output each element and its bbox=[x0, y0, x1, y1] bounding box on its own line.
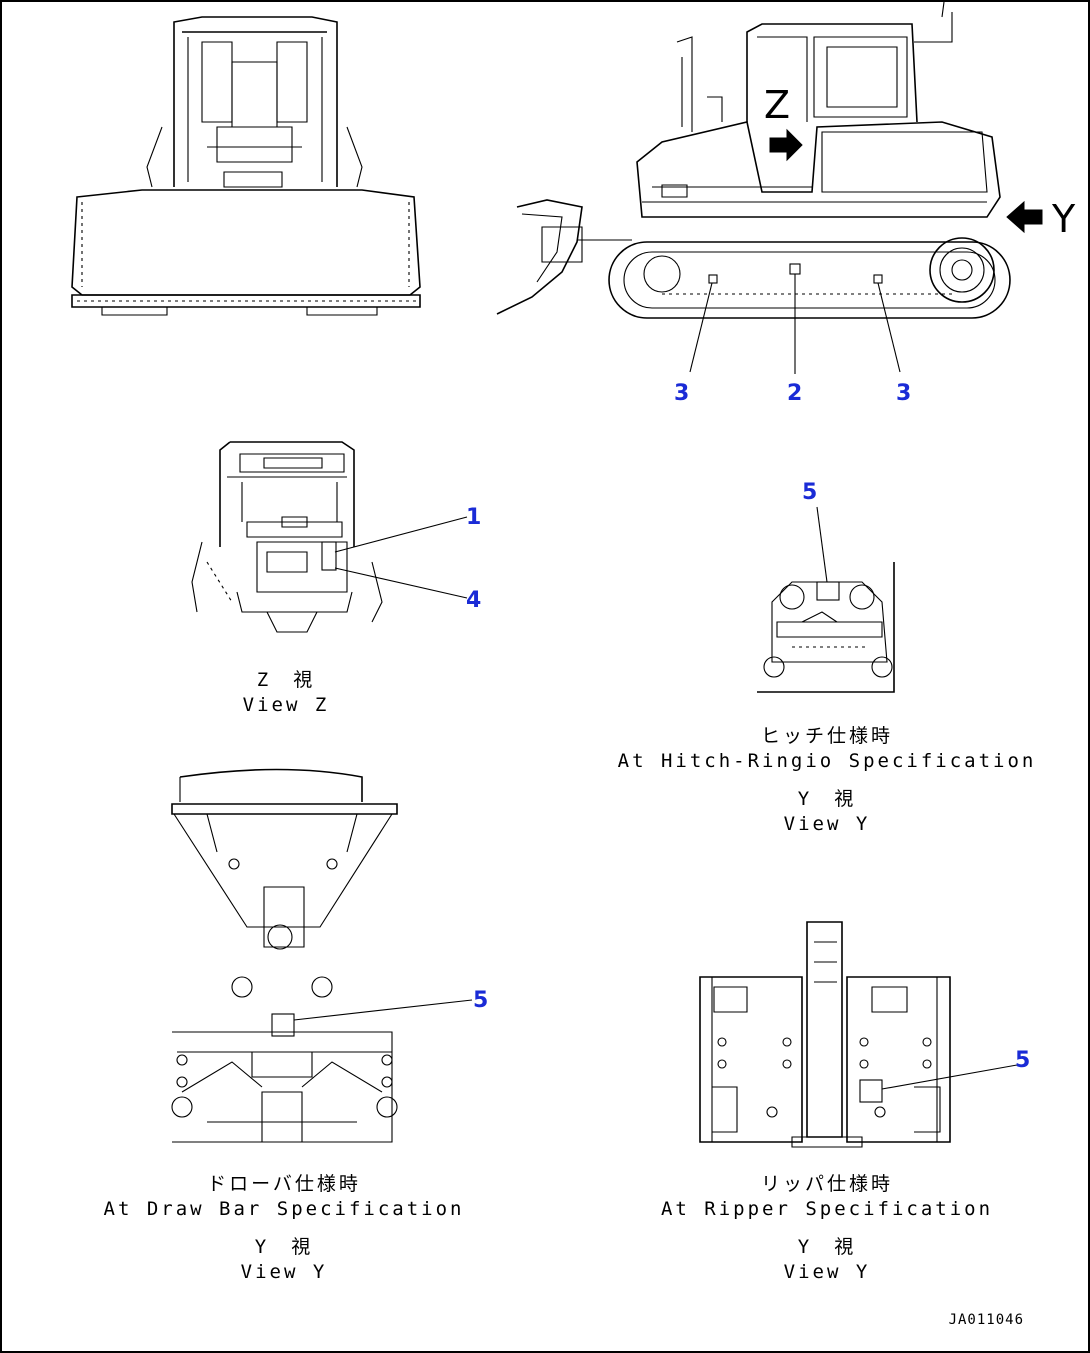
hitch-view-caption-en: View Y bbox=[784, 813, 871, 835]
drawbar-view-caption-jp: Y 視 bbox=[255, 1236, 313, 1258]
ripper-view-caption-jp: Y 視 bbox=[798, 1236, 856, 1258]
callout-3-right: 3 bbox=[896, 381, 911, 406]
callout-2: 2 bbox=[787, 381, 802, 406]
view-z-drawing bbox=[191, 441, 468, 633]
drawing-code: JA011046 bbox=[949, 1312, 1024, 1328]
view-y-arrow-label: Y bbox=[1051, 197, 1076, 241]
ripper-view-caption-en: View Y bbox=[784, 1261, 871, 1283]
drawbar-caption-en: At Draw Bar Specification bbox=[104, 1198, 465, 1220]
drawbar-view-caption-en: View Y bbox=[241, 1261, 328, 1283]
callout-4: 4 bbox=[466, 588, 481, 613]
ripper-view-drawing bbox=[699, 921, 1018, 1148]
hitch-caption-en: At Hitch-Ringio Specification bbox=[618, 750, 1037, 772]
callout-3-left: 3 bbox=[674, 381, 689, 406]
ripper-caption-en: At Ripper Specification bbox=[661, 1198, 993, 1220]
ripper-caption-jp: リッパ仕様時 bbox=[761, 1173, 893, 1195]
callout-5-hitch: 5 bbox=[802, 480, 817, 505]
drawbar-caption-jp: ドローバ仕様時 bbox=[207, 1173, 361, 1195]
callout-5-drawbar: 5 bbox=[473, 988, 488, 1013]
drawbar-view-drawing bbox=[171, 768, 473, 1143]
callout-5-ripper: 5 bbox=[1015, 1048, 1030, 1073]
callout-1: 1 bbox=[466, 505, 481, 530]
view-z-caption-jp: Z 視 bbox=[257, 669, 315, 691]
front-view-dozer bbox=[71, 16, 421, 316]
view-z-caption-en: View Z bbox=[243, 694, 330, 716]
view-z-arrow-label: Z bbox=[764, 83, 790, 127]
hitch-caption-jp: ヒッチ仕様時 bbox=[761, 725, 893, 747]
hitch-view-caption-jp: Y 視 bbox=[798, 788, 856, 810]
side-view-dozer bbox=[496, 2, 1043, 374]
hitch-view-drawing bbox=[757, 506, 895, 693]
